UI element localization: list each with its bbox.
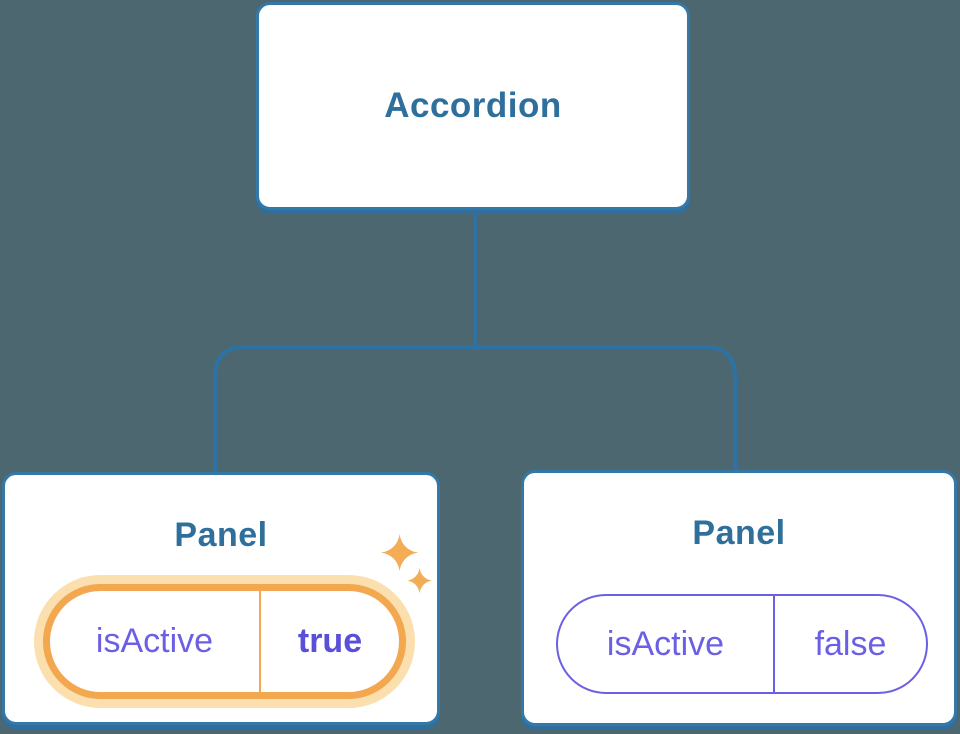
panel-node-active: Panel isActive true: [2, 472, 440, 725]
state-value: true: [297, 622, 363, 660]
panel-label: Panel: [692, 514, 786, 552]
panel-label: Panel: [174, 516, 268, 554]
sparkle-large-icon: [381, 534, 419, 572]
state-pill-inactive: isActive false: [556, 594, 928, 694]
pill-divider: [773, 596, 775, 692]
accordion-label: Accordion: [384, 86, 562, 125]
state-value: false: [814, 624, 887, 663]
pill-divider: [259, 591, 261, 692]
branch-line: [213, 345, 737, 472]
state-key: isActive: [95, 622, 214, 660]
panel-node-inactive: Panel isActive false: [521, 470, 957, 726]
state-key: isActive: [606, 624, 725, 663]
accordion-node: Accordion: [256, 2, 690, 210]
sparkle-icon: [381, 534, 433, 594]
state-pill-active: isActive true: [43, 584, 406, 699]
sparkle-small-icon: [407, 568, 433, 594]
